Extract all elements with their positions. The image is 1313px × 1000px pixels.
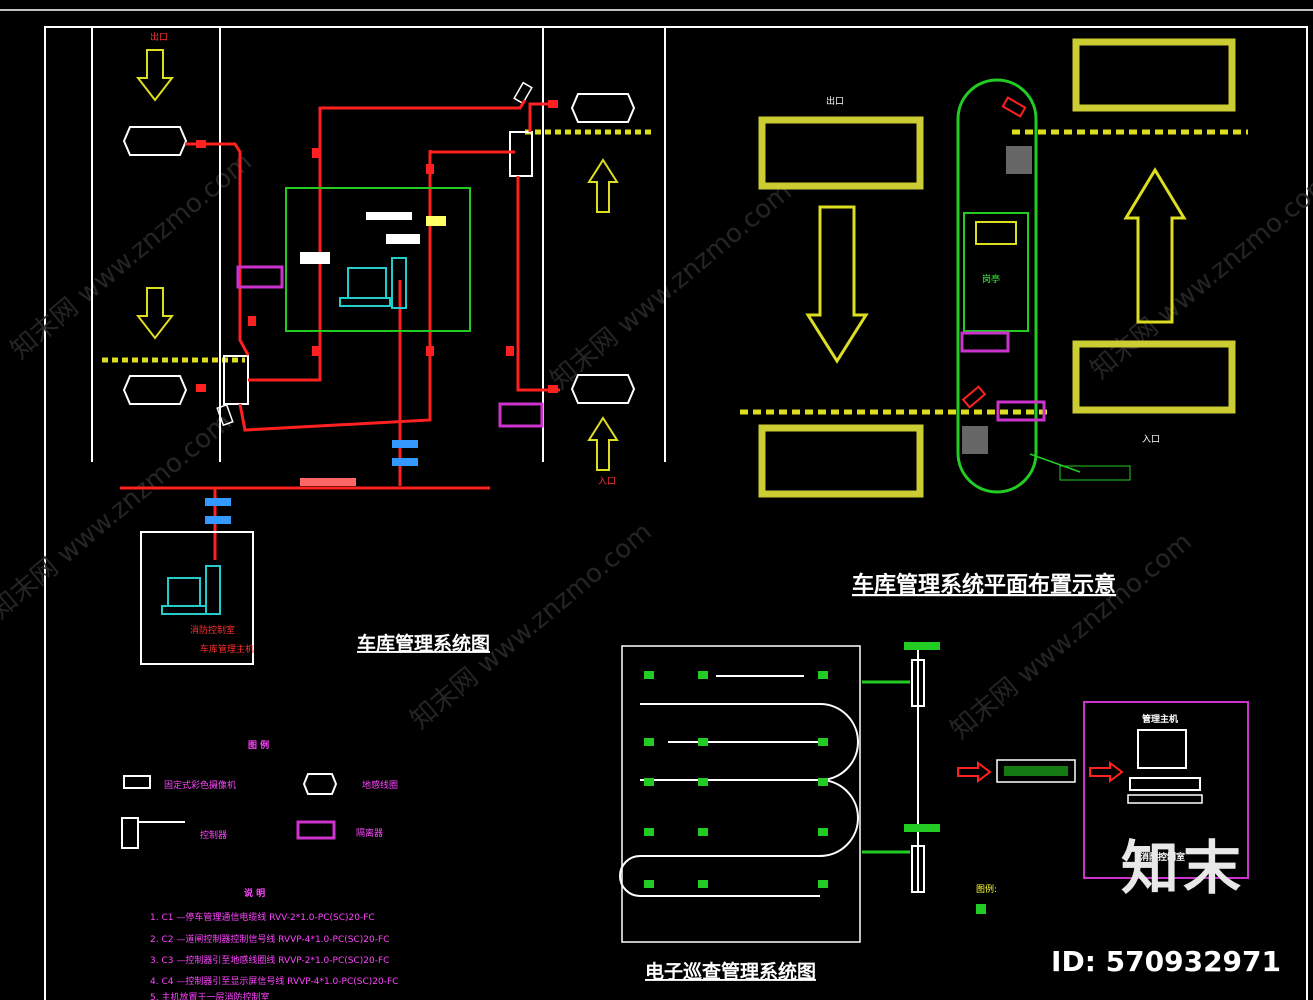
svg-text:知末网 www.znzmo.com: 知末网 www.znzmo.com — [405, 517, 657, 736]
legend-item-isolator: 隔离器 — [356, 827, 383, 839]
up-arrow-icon — [587, 416, 619, 471]
note-2: 2. C2 —道闸控制器控制信号线 RVVP-4*1.0-PC(SC)20-FC — [150, 933, 389, 945]
patrol-system-diagram: 管理主机 消防控制室 图例: 电子巡查管理系统图 — [619, 642, 1249, 983]
patrol-title: 电子巡查管理系统图 — [645, 960, 816, 983]
legend-item-controller: 控制器 — [200, 829, 227, 841]
drawing-frame — [44, 26, 1308, 1000]
image-id-text: ID: 570932971 — [1051, 945, 1281, 978]
room-label-2: 车库管理主机 — [200, 643, 254, 655]
down-arrow-icon — [805, 205, 869, 364]
note-4: 4. C4 —控制器引至显示屏信号线 RVVP-4*1.0-PC(SC)20-F… — [150, 975, 398, 987]
garage-plan-layout: 出口 入口 岗亭 车库管理系统平面布置示意 — [740, 38, 1248, 598]
room-label-1: 消防控制室 — [190, 624, 235, 636]
note-3: 3. C3 —控制器引至地感线圈线 RVVP-2*1.0-PC(SC)20-FC — [150, 954, 389, 966]
patrol-host-label: 管理主机 — [1142, 713, 1178, 725]
svg-text:知末网 www.znzmo.com: 知末网 www.znzmo.com — [945, 527, 1197, 746]
patrol-room-label: 消防控制室 — [1140, 851, 1185, 863]
down-arrow-icon — [135, 49, 175, 102]
brand-logo: 知末 — [1120, 834, 1245, 902]
patrol-legend-title: 图例: — [976, 883, 997, 895]
garage-system-title: 车库管理系统图 — [357, 632, 490, 655]
garage-system-diagram: 出口 入口 — [91, 27, 666, 1000]
svg-text:知末网 www.znzmo.com: 知末网 www.znzmo.com — [545, 177, 797, 396]
plan-exit-label: 出口 — [826, 95, 844, 107]
svg-text:知末网 www.znzmo.com: 知末网 www.znzmo.com — [1085, 167, 1313, 386]
down-arrow-icon — [135, 287, 175, 340]
note-1: 1. C1 —停车管理通信电缆线 RVV-2*1.0-PC(SC)20-FC — [150, 911, 375, 923]
plan-booth-label: 岗亭 — [982, 273, 1000, 285]
plan-title: 车库管理系统平面布置示意 — [852, 572, 1116, 598]
legend-title: 图 例 — [248, 739, 269, 751]
legend-item-camera: 固定式彩色摄像机 — [164, 779, 236, 791]
up-arrow-icon — [1123, 167, 1187, 324]
notes-title: 说 明 — [244, 887, 265, 899]
plan-entry-label: 入口 — [1142, 434, 1160, 445]
entry-label: 入口 — [598, 476, 616, 487]
exit-label: 出口 — [150, 31, 168, 43]
watermark-pattern: 知末网 www.znzmo.com 知末网 www.znzmo.com 知末网 … — [0, 147, 1313, 746]
svg-text:知末网 www.znzmo.com: 知末网 www.znzmo.com — [0, 407, 238, 626]
legend-item-loop: 地感线圈 — [362, 779, 398, 791]
up-arrow-icon — [587, 158, 619, 213]
note-5: 5. 主机放置于一层消防控制室 — [150, 991, 269, 1000]
